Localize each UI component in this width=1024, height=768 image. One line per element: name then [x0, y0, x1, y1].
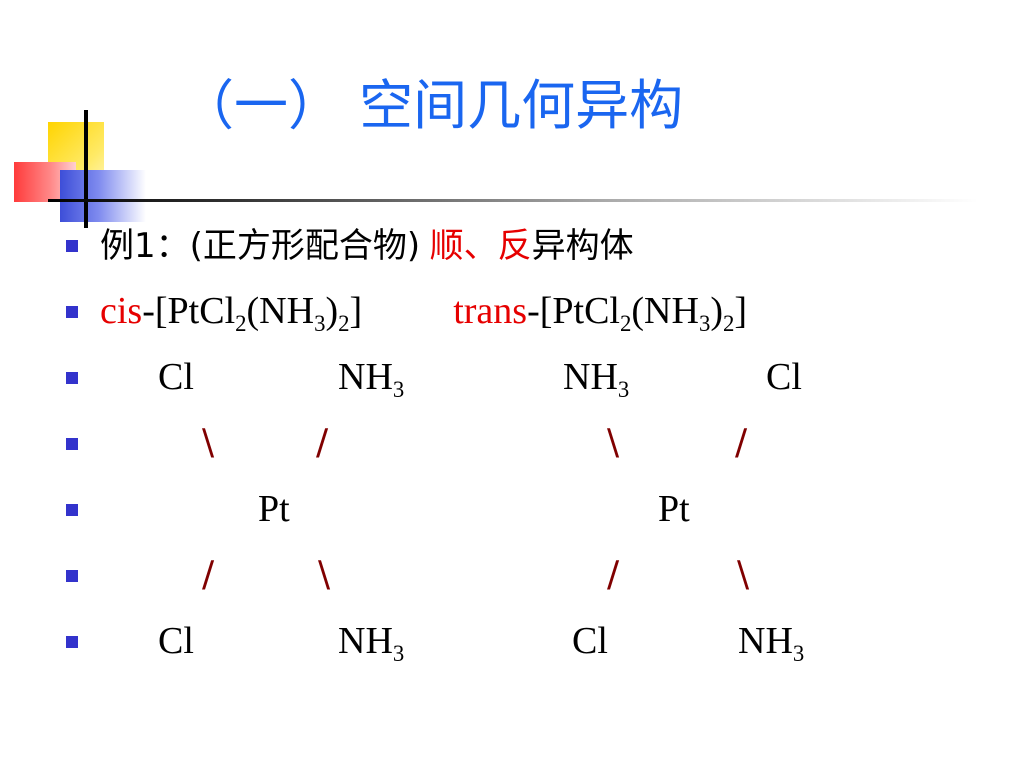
example-prefix: 例1：(: [100, 226, 203, 266]
trans-ligand-cl-top: Cl: [766, 356, 802, 398]
subscript: 3: [792, 640, 805, 666]
isomer-suffix: 异构体: [531, 226, 634, 266]
cis-term: 顺: [429, 226, 464, 266]
bullet-icon: [66, 438, 78, 450]
cis-ligand-nh3-top: NH3: [338, 352, 404, 402]
bond-row-bottom: / \ / \: [0, 550, 1024, 600]
example-description: 正方形配合物: [202, 226, 407, 266]
subscript: 3: [392, 376, 405, 402]
cis-ligand-cl-bottom: Cl: [158, 620, 194, 662]
cis-formula-part: -[PtCl: [142, 290, 236, 332]
bond-slash: /: [607, 554, 620, 595]
example-line: 例1：(正方形配合物) 顺、反异构体: [100, 220, 634, 270]
example-close-paren: ): [406, 226, 421, 266]
subscript: 3: [617, 376, 630, 402]
ligand-text: NH: [738, 620, 793, 662]
ligand-text: NH: [338, 356, 393, 398]
trans-platinum: Pt: [658, 488, 690, 530]
cis-ligand-nh3-bottom: NH3: [338, 616, 404, 666]
ligand-row-bottom: Cl NH3 Cl NH3: [0, 616, 1024, 666]
cis-ligand-cl-top: Cl: [158, 356, 194, 398]
formula-line: cis-[PtCl2(NH3)2] trans-[PtCl2(NH3)2]: [100, 286, 747, 336]
trans-term: 反: [497, 226, 532, 266]
cis-formula-part: ): [325, 290, 339, 332]
bullet-icon: [66, 306, 78, 318]
trans-label: trans: [453, 290, 528, 332]
bond-slash: /: [316, 422, 329, 463]
cis-label: cis: [100, 290, 143, 332]
cis-platinum: Pt: [258, 488, 290, 530]
subscript: 2: [723, 310, 735, 336]
deco-vertical-line: [84, 110, 88, 228]
bullet-icon: [66, 372, 78, 384]
trans-formula-part: ): [710, 290, 723, 332]
subscript: 3: [698, 310, 711, 336]
subscript: 2: [235, 310, 247, 336]
trans-formula-part: (NH: [631, 290, 699, 332]
cis-formula-part: ]: [349, 290, 363, 332]
bullet-icon: [66, 570, 78, 582]
bullet-icon: [66, 636, 78, 648]
bond-backslash: \: [318, 554, 331, 595]
bullet-icon: [66, 504, 78, 516]
subscript: 3: [392, 640, 405, 666]
cis-formula-part: (NH: [246, 290, 315, 332]
trans-ligand-nh3-bottom: NH3: [738, 616, 804, 666]
ligand-text: NH: [338, 620, 393, 662]
slide-title: （一） 空间几何异构: [180, 74, 684, 137]
bond-slash: /: [735, 422, 748, 463]
trans-formula-part: -[PtCl: [527, 290, 620, 332]
bond-backslash: \: [202, 422, 215, 463]
bond-backslash: \: [607, 422, 620, 463]
bullet-icon: [66, 240, 78, 252]
subscript: 2: [338, 310, 350, 336]
bond-backslash: \: [737, 554, 750, 595]
trans-ligand-nh3-top: NH3: [563, 352, 629, 402]
bond-slash: /: [202, 554, 215, 595]
deco-blue-square: [60, 170, 146, 222]
ligand-row-top: Cl NH3 NH3 Cl: [0, 352, 1024, 402]
trans-formula-part: ]: [734, 290, 748, 332]
term-separator: 、: [463, 226, 498, 266]
metal-row: Pt Pt: [0, 484, 1024, 534]
trans-ligand-cl-bottom: Cl: [572, 620, 608, 662]
subscript: 2: [619, 310, 632, 336]
title-underline: [48, 199, 978, 202]
bond-row-top: \ / \ /: [0, 418, 1024, 468]
subscript: 3: [314, 310, 326, 336]
ligand-text: NH: [563, 356, 618, 398]
